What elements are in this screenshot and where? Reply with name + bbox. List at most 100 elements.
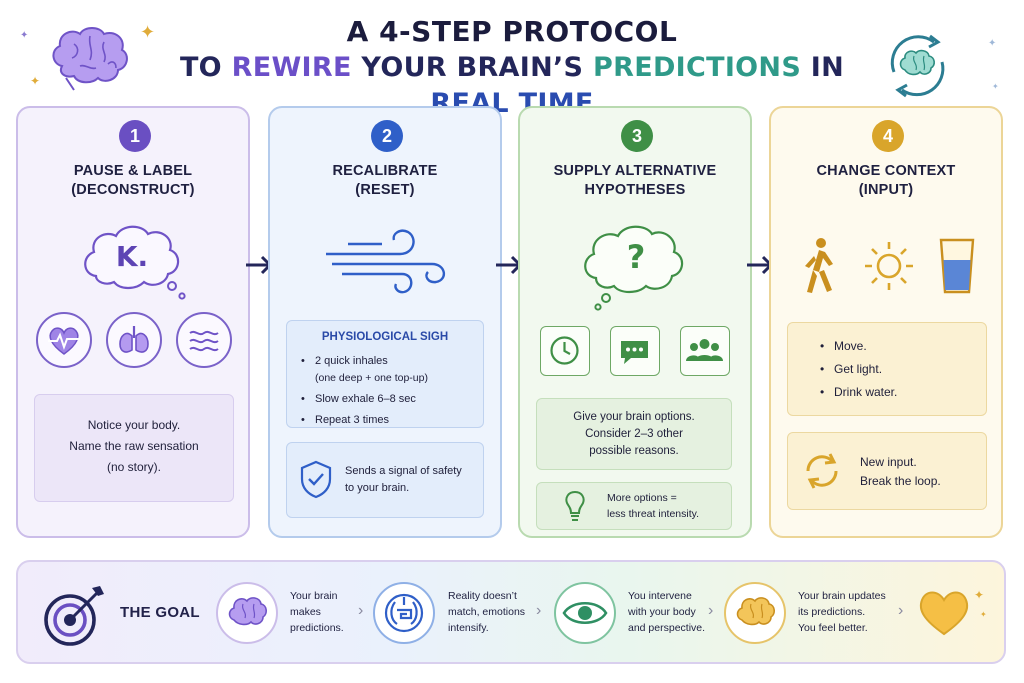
sigh-bullet-list: 2 quick inhales(one deep + one top-up) S…	[299, 353, 471, 429]
bullet-text: 2 quick inhales	[315, 355, 388, 367]
text-line: New input.	[860, 455, 917, 469]
goal-eye-icon	[554, 582, 616, 644]
step-title: CHANGE CONTEXT (INPUT)	[771, 162, 1001, 200]
goal-stage-text: You intervene with your body and perspec…	[628, 588, 705, 636]
goal-bar: THE GOAL Your brain makes predictions. ›…	[16, 560, 1006, 664]
clock-icon	[540, 326, 590, 376]
title-segment: YOUR BRAIN’S	[351, 52, 594, 83]
list-item: 2 quick inhales(one deep + one top-up)	[299, 353, 471, 387]
text-line: Name the raw sensation	[69, 439, 199, 453]
text-line: less threat intensity.	[607, 508, 700, 520]
wind-icon	[322, 220, 452, 304]
goal-brain-icon	[216, 582, 278, 644]
goal-stage-text: Reality doesn’t match, emotions intensif…	[448, 588, 525, 636]
text-line: Break the loop.	[860, 474, 941, 488]
step-title-line: RECALIBRATE	[332, 163, 438, 179]
step-1-panel: 1 PAUSE & LABEL (DECONSTRUCT) K. N	[16, 106, 250, 538]
text-line: Your brain	[290, 590, 338, 602]
chevron-right-icon: ›	[708, 602, 714, 619]
waves-icon	[176, 312, 232, 368]
step-number: 4	[872, 120, 904, 152]
step-title-line: SUPPLY ALTERNATIVE	[553, 163, 717, 179]
walking-icon	[799, 236, 839, 303]
context-list-box: Move. Get light. Drink water.	[787, 322, 987, 416]
refresh-cycle-icon	[800, 449, 844, 499]
goal-stage-text: Your brain updates its predictions. You …	[798, 588, 886, 636]
list-item: Repeat 3 times	[299, 412, 471, 429]
step-4-panel: 4 CHANGE CONTEXT (INPUT) Move. Get light…	[769, 106, 1003, 538]
thought-bubble-icon: K.	[76, 218, 196, 302]
text-line: You feel better.	[798, 622, 868, 634]
text-line: makes	[290, 606, 321, 618]
page-title: A 4-STEP PROTOCOL TO REWIRE YOUR BRAIN’S…	[150, 14, 874, 122]
step-title-line: (RESET)	[355, 182, 415, 198]
sparkle-icon: ✦	[30, 74, 41, 88]
sparkle-icon: ✦	[140, 22, 156, 42]
step-title-line: PAUSE & LABEL	[73, 163, 193, 179]
lungs-icon	[106, 312, 162, 368]
text-line: Give your brain options.	[573, 411, 695, 423]
step-title-line: (INPUT)	[858, 182, 914, 198]
list-item: Move.	[818, 335, 986, 358]
shield-check-icon	[299, 459, 333, 505]
goal-label: THE GOAL	[120, 604, 200, 621]
goal-stage-text: Your brain makes predictions.	[290, 588, 344, 636]
text-line: intensify.	[448, 622, 489, 634]
step-title-line: CHANGE CONTEXT	[816, 163, 956, 179]
bubble-label: K.	[115, 240, 149, 273]
text-line: More options =	[607, 492, 677, 504]
question-bubble-icon: ?	[576, 216, 696, 312]
text-line: Notice your body.	[87, 418, 181, 432]
title-line-2: TO REWIRE YOUR BRAIN’S PREDICTIONS IN RE…	[150, 50, 874, 122]
sparkle-icon: ✦	[20, 30, 29, 41]
step-number: 3	[621, 120, 653, 152]
list-item: Drink water.	[818, 381, 986, 404]
text-line: predictions.	[290, 622, 344, 634]
step-3-panel: 3 SUPPLY ALTERNATIVE HYPOTHESES ? Give y…	[518, 106, 752, 538]
chevron-right-icon: ›	[358, 602, 364, 619]
text-line: to your brain.	[345, 482, 410, 494]
text-line: You intervene	[628, 590, 692, 602]
goal-golden-brain-icon	[724, 582, 786, 644]
tip-text: More options = less threat intensity.	[607, 490, 699, 522]
step-title: SUPPLY ALTERNATIVE HYPOTHESES	[520, 162, 750, 200]
bullet-text: Repeat 3 times	[315, 414, 389, 426]
step-number: 1	[119, 120, 151, 152]
title-segment: IN	[801, 52, 845, 83]
physiological-sigh-box: PHYSIOLOGICAL SIGH 2 quick inhales(one d…	[286, 320, 484, 429]
chevron-right-icon: ›	[536, 602, 542, 619]
loop-text: New input. Break the loop.	[860, 453, 941, 491]
sparkle-icon: ✦	[988, 38, 997, 49]
loop-box: New input. Break the loop.	[787, 432, 987, 510]
step-title: PAUSE & LABEL (DECONSTRUCT)	[18, 162, 248, 200]
sparkle-icon: ✦	[992, 82, 999, 91]
title-highlight-rewire: REWIRE	[231, 52, 352, 83]
chevron-right-icon: ›	[898, 602, 904, 619]
water-glass-icon	[937, 236, 977, 303]
cycle-brain-icon	[878, 26, 958, 106]
text-line: Sends a signal of safety	[345, 465, 462, 477]
step-title-line: (DECONSTRUCT)	[71, 182, 195, 198]
chat-icon	[610, 326, 660, 376]
text-line: Your brain updates	[798, 590, 886, 602]
step-title-line: HYPOTHESES	[584, 182, 686, 198]
safety-text: Sends a signal of safety to your brain.	[345, 463, 462, 497]
text-line: its predictions.	[798, 606, 866, 618]
step-title: RECALIBRATE (RESET)	[270, 162, 500, 200]
text-line: Reality doesn’t	[448, 590, 517, 602]
box-heading: PHYSIOLOGICAL SIGH	[321, 331, 449, 343]
title-line-1: A 4-STEP PROTOCOL	[346, 15, 678, 48]
step-2-panel: 2 RECALIBRATE (RESET) PHYSIOLOGICAL SIGH…	[268, 106, 502, 538]
goal-maze-icon	[373, 582, 435, 644]
text-line: Consider 2–3 other	[585, 428, 683, 440]
brain-logo-icon	[44, 20, 134, 100]
text-line: possible reasons.	[589, 445, 679, 457]
heart-pulse-icon	[36, 312, 92, 368]
step-number: 2	[371, 120, 403, 152]
sparkle-icon: ✦	[980, 610, 987, 619]
context-bullet-list: Move. Get light. Drink water.	[818, 335, 986, 404]
target-icon	[42, 582, 108, 653]
sparkle-icon: ✦	[974, 588, 985, 602]
tip-box: More options = less threat intensity.	[536, 482, 732, 530]
safety-signal-box: Sends a signal of safety to your brain.	[286, 442, 484, 518]
